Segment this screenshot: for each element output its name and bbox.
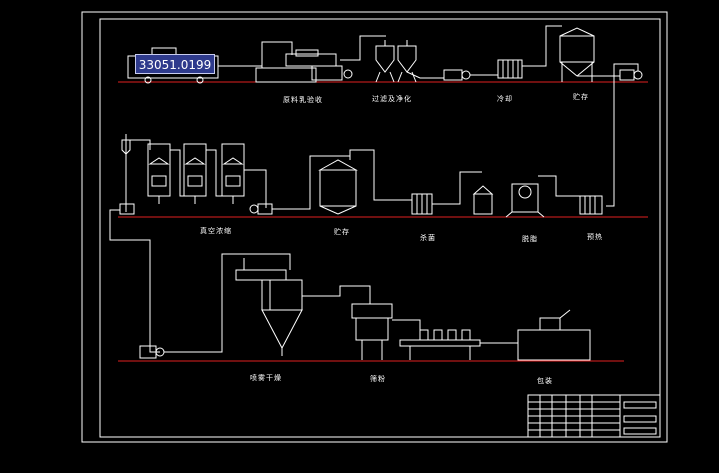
sterilizer [411, 193, 433, 215]
concentrator-column [119, 134, 151, 215]
spray-dryer [261, 279, 303, 356]
label-deaeration: 脱脂 [522, 235, 538, 243]
storage-tank-1 [559, 27, 595, 82]
pump-1 [443, 69, 471, 81]
pump-3 [249, 203, 273, 215]
sieve-machine [351, 303, 393, 360]
evaporator-3 [221, 143, 245, 204]
label-storage-1: 贮存 [573, 93, 589, 101]
label-standardization: 预热 [587, 233, 603, 241]
conveyor [399, 329, 481, 360]
preheater [579, 195, 603, 215]
floor-lines [118, 81, 648, 362]
evaporator-1 [147, 143, 171, 204]
label-sterilization: 杀菌 [420, 234, 436, 242]
label-sieving: 筛粉 [370, 375, 386, 383]
label-spray-drying: 喷雾干燥 [250, 374, 282, 382]
storage-tank-2 [318, 159, 358, 215]
filter-purifier [375, 40, 417, 83]
skimming-centrifuge [505, 183, 545, 218]
label-vacuum-concentration: 真空浓缩 [200, 227, 232, 235]
evaporator-2 [183, 143, 207, 204]
milk-receiving-unit [255, 41, 353, 83]
label-milk-receiving: 原料乳验收 [283, 96, 323, 104]
title-block [527, 394, 661, 438]
label-packaging: 包装 [537, 377, 553, 385]
pump-2 [619, 69, 643, 81]
inner-frame [99, 18, 661, 438]
coordinate-tooltip: 33051.0199 [135, 54, 215, 74]
separator-tank [472, 185, 494, 215]
packaging-machine [517, 309, 591, 361]
label-storage-2: 贮存 [334, 228, 350, 236]
label-filter-purify: 过滤及净化 [372, 95, 412, 103]
outer-frame [81, 11, 668, 443]
label-cooling: 冷却 [497, 95, 513, 103]
heater-unit [235, 258, 287, 281]
cooler [497, 59, 523, 79]
